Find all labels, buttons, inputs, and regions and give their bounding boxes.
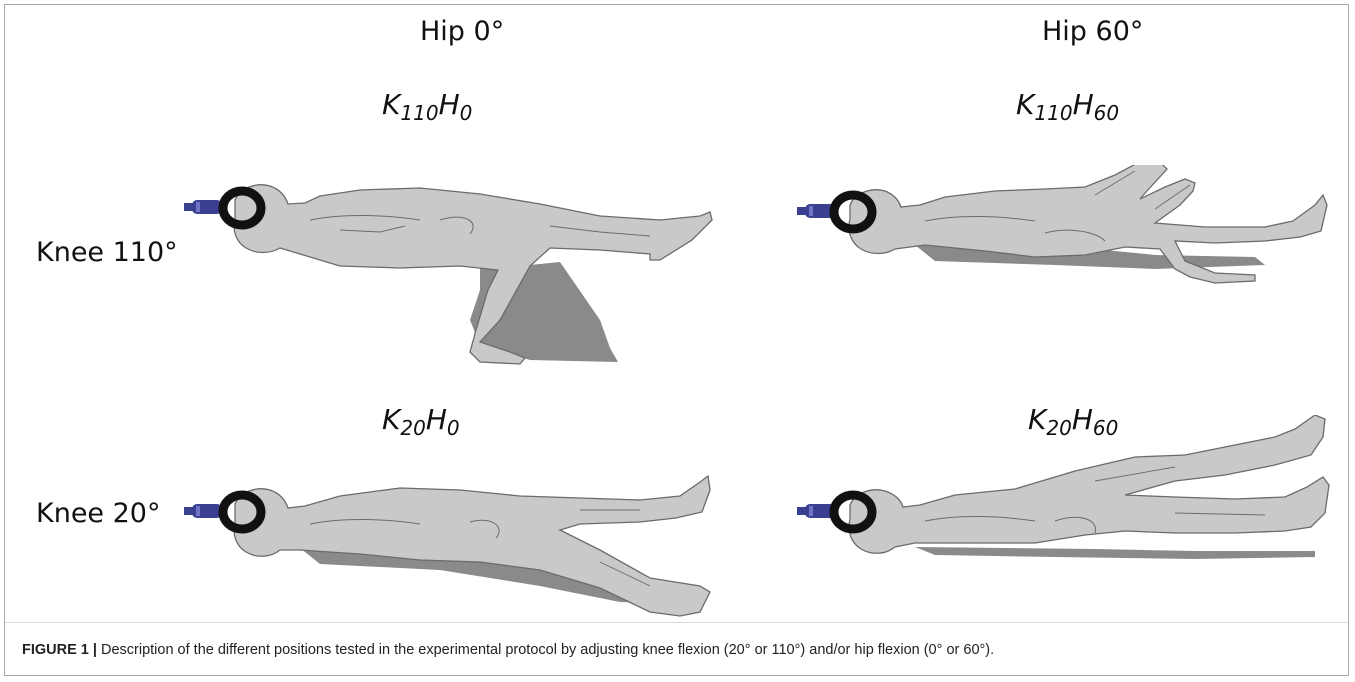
hip-subscript: 0 bbox=[447, 416, 460, 440]
panel-label-k110-h60: K110H60 bbox=[1016, 88, 1119, 125]
figure-k110-h60 bbox=[795, 165, 1335, 305]
caption-label: FIGURE 1 bbox=[22, 642, 89, 658]
knee-subscript: 20 bbox=[400, 416, 425, 440]
column-header-hip-0: Hip 0° bbox=[420, 16, 504, 47]
panel-label-k110-h0: K110H0 bbox=[382, 88, 472, 125]
figure-caption: FIGURE 1 | Description of the different … bbox=[22, 642, 994, 658]
device-icon bbox=[184, 200, 222, 214]
device-icon bbox=[797, 204, 835, 218]
caption-text: Description of the different positions t… bbox=[101, 642, 994, 658]
hip-subscript: 60 bbox=[1094, 101, 1119, 125]
device-icon bbox=[184, 504, 222, 518]
supine-figure bbox=[849, 165, 1327, 283]
row-header-knee-20: Knee 20° bbox=[36, 498, 160, 529]
figure-k110-h0 bbox=[180, 170, 720, 380]
supine-figure bbox=[849, 415, 1329, 559]
caption-separator bbox=[5, 622, 1350, 623]
device-icon bbox=[797, 504, 835, 518]
supine-figure bbox=[234, 185, 712, 364]
knee-subscript: 110 bbox=[400, 101, 438, 125]
hip-subscript: 0 bbox=[460, 101, 473, 125]
panel-label-k20-h0: K20H0 bbox=[382, 403, 460, 440]
figure-k20-h0 bbox=[180, 470, 720, 620]
figure-k20-h60 bbox=[795, 415, 1340, 565]
caption-separator-bar: | bbox=[93, 642, 97, 658]
supine-figure bbox=[234, 476, 710, 616]
column-header-hip-60: Hip 60° bbox=[1042, 16, 1143, 47]
row-header-knee-110: Knee 110° bbox=[36, 237, 178, 268]
knee-subscript: 110 bbox=[1034, 101, 1072, 125]
